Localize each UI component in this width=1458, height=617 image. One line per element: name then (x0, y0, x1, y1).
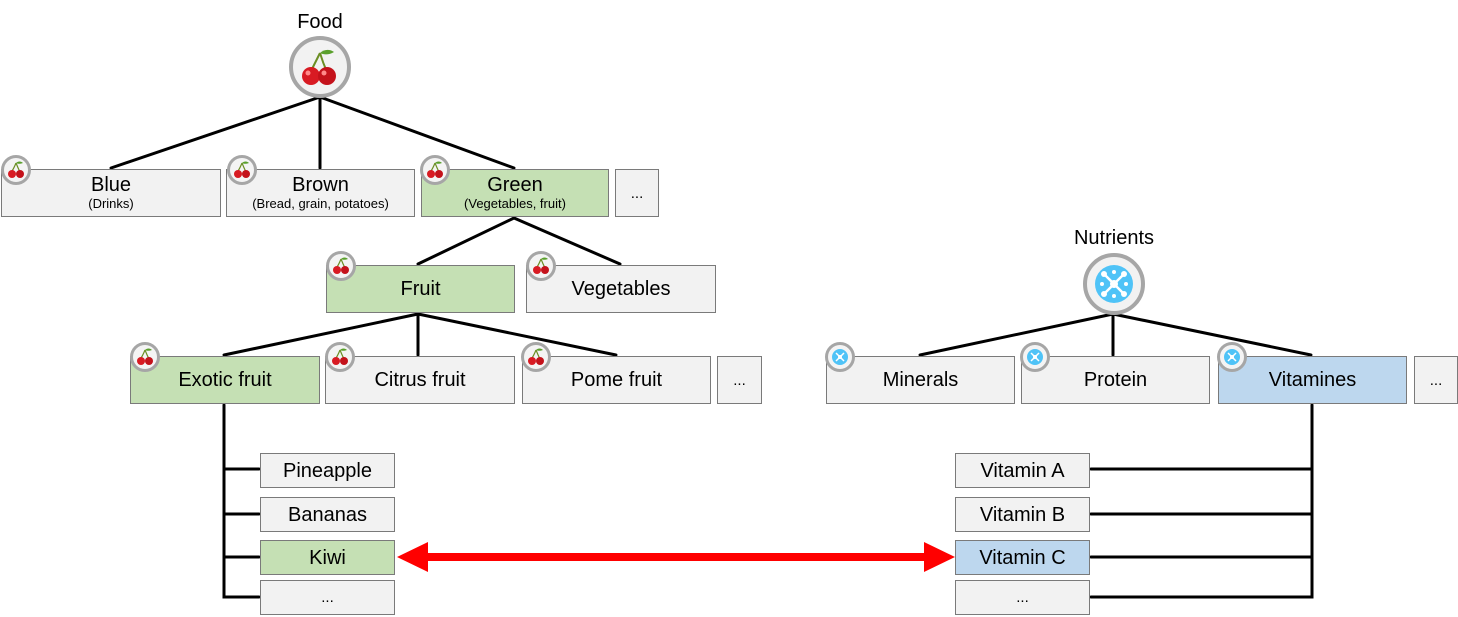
cherry-icon (325, 342, 355, 372)
edge-green-vegetables (512, 216, 622, 266)
category-more[interactable]: ... (717, 356, 762, 404)
bracket-vitamines (1089, 403, 1314, 599)
edge-nutrients-vitamines (1111, 312, 1313, 357)
item-pineapple[interactable]: Pineapple (260, 453, 395, 488)
cherry-icon (1, 155, 31, 185)
item-label: Vitamin A (980, 459, 1065, 482)
category-sublabel: (Drinks) (88, 196, 134, 211)
item-vitamin-a[interactable]: Vitamin A (955, 453, 1090, 488)
edge-food-green (318, 95, 516, 170)
category-label: Vegetables (571, 278, 671, 300)
category-label: Fruit (400, 278, 441, 300)
category-exotic-fruit[interactable]: Exotic fruit (130, 356, 320, 404)
more-label: ... (1429, 371, 1443, 389)
edge-green-fruit (416, 216, 516, 266)
edge-fruit-exotic (222, 312, 420, 357)
item-more[interactable]: ... (955, 580, 1090, 615)
cherry-icon[interactable] (289, 36, 351, 98)
more-label: ... (321, 589, 334, 606)
cherry-icon (326, 251, 356, 281)
category-sublabel: (Bread, grain, potatoes) (252, 196, 389, 211)
nutrients-root-label: Nutrients (1073, 227, 1155, 249)
category-citrus-fruit[interactable]: Citrus fruit (325, 356, 515, 404)
more-label: ... (630, 184, 644, 202)
item-vitamin-b[interactable]: Vitamin B (955, 497, 1090, 532)
item-label: Kiwi (309, 546, 346, 569)
molecule-icon (1217, 342, 1247, 372)
bracket-exotic (222, 403, 261, 599)
category-label: Blue (90, 174, 132, 196)
category-label: Green (487, 174, 543, 196)
molecule-icon (825, 342, 855, 372)
item-more[interactable]: ... (260, 580, 395, 615)
category-sublabel: (Vegetables, fruit) (464, 196, 566, 211)
category-green[interactable]: Green (Vegetables, fruit) (421, 169, 609, 217)
cherry-icon (526, 251, 556, 281)
cherry-icon (521, 342, 551, 372)
nutrient-protein[interactable]: Protein (1021, 356, 1210, 404)
category-brown[interactable]: Brown (Bread, grain, potatoes) (226, 169, 415, 217)
edge-nutrients-minerals (918, 312, 1115, 357)
nutrient-more[interactable]: ... (1414, 356, 1458, 404)
category-label: Vitamines (1268, 369, 1357, 391)
category-label: Brown (292, 174, 349, 196)
item-label: Pineapple (283, 459, 372, 482)
edge-fruit-pome (416, 312, 618, 357)
category-label: Protein (1083, 369, 1148, 391)
category-label: Citrus fruit (374, 369, 466, 391)
category-blue[interactable]: Blue (Drinks) (1, 169, 221, 217)
category-label: Pome fruit (570, 369, 663, 391)
item-label: Vitamin C (979, 546, 1066, 569)
more-label: ... (1016, 589, 1029, 606)
category-pome-fruit[interactable]: Pome fruit (522, 356, 711, 404)
molecule-icon[interactable] (1083, 253, 1145, 315)
food-root-label: Food (297, 11, 343, 33)
molecule-icon (1020, 342, 1050, 372)
nutrient-vitamines[interactable]: Vitamines (1218, 356, 1407, 404)
edge-food-blue (109, 95, 322, 170)
link-arrow (397, 542, 955, 572)
cherry-icon (130, 342, 160, 372)
category-more[interactable]: ... (615, 169, 659, 217)
item-vitamin-c[interactable]: Vitamin C (955, 540, 1090, 575)
more-label: ... (733, 371, 746, 389)
item-kiwi[interactable]: Kiwi (260, 540, 395, 575)
cherry-icon (420, 155, 450, 185)
item-label: Bananas (288, 503, 367, 526)
cherry-icon (227, 155, 257, 185)
item-bananas[interactable]: Bananas (260, 497, 395, 532)
item-label: Vitamin B (979, 503, 1066, 526)
category-vegetables[interactable]: Vegetables (526, 265, 716, 313)
nutrient-minerals[interactable]: Minerals (826, 356, 1015, 404)
category-label: Minerals (882, 369, 959, 391)
category-label: Exotic fruit (178, 369, 272, 391)
category-fruit[interactable]: Fruit (326, 265, 515, 313)
